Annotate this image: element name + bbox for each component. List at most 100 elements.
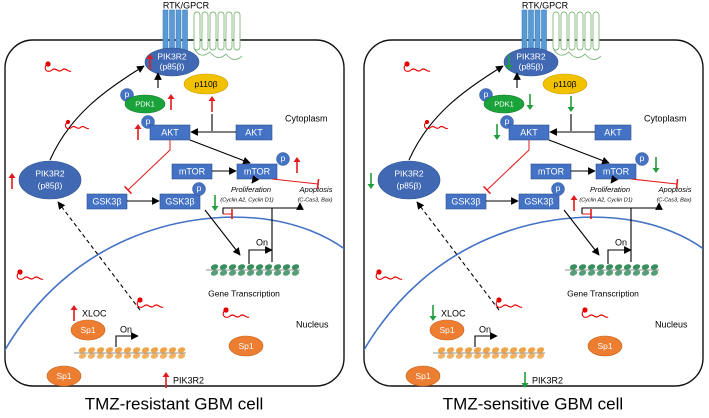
gpcr-helix: [560, 11, 568, 51]
xloc-change-arrow: [429, 305, 437, 321]
akt-change-arrow: [493, 124, 501, 140]
pakt-inhibits-gsk3b-bar: [482, 185, 492, 195]
receptor-helix: [534, 9, 541, 55]
lncrna-xloc-3-strand: [375, 271, 403, 280]
pik3r2-cytoplasm: [18, 160, 82, 200]
pik3r2-gene-change-arrow: [162, 372, 170, 388]
mtor-change-arrow-head: [652, 168, 660, 173]
dna-pik3r2-gene-unit: [482, 353, 491, 359]
pik3r2-gene-change-arrow-head: [521, 383, 529, 388]
pik3r2-membrane-label: PIK3R2: [516, 51, 546, 61]
gpcr-helix: [209, 11, 217, 51]
pik3r2-export-dashed-arrow: [57, 201, 141, 311]
pakt-to-mtor-arrow: [548, 139, 610, 165]
pik3r2-gene-change-arrow: [521, 372, 529, 388]
pik3r2-cytoplasm-label: PIK3R2: [394, 168, 424, 178]
lncrna-xloc-3: [16, 269, 44, 280]
dna-pik3r2-gene-unit: [141, 353, 150, 359]
pakt-inhibits-gsk3b-bar: [123, 185, 133, 195]
pik3r2-membrane: [503, 47, 559, 77]
lncrna-xloc-5-cap: [496, 297, 502, 303]
dna-pik3r2-gene-unit: [536, 353, 545, 359]
nuclear-membrane: [364, 216, 703, 356]
proliferation-label: Proliferation: [590, 185, 630, 194]
dna-pik3r2-gene-unit: [536, 347, 545, 353]
dna-target-genes-unit: [587, 270, 596, 276]
on-label-upper: On: [256, 237, 268, 247]
dna-target-genes-unit: [614, 270, 623, 276]
transcription-on-arrow: [248, 246, 273, 264]
pik3r2-gene-change-arrow-head: [162, 372, 170, 377]
lncrna-xloc-4-cap: [223, 307, 229, 313]
dna-pik3r2-gene-unit: [114, 347, 123, 353]
gsk3b-phospho-badge-label: p: [197, 183, 202, 193]
gpcr-helix: [217, 11, 225, 51]
akt-phospho-label: AKT: [520, 127, 538, 137]
on-label-lower: On: [120, 324, 132, 334]
gsk3b-to-nucleus-arrow: [204, 209, 241, 256]
lncrna-xloc-2: [423, 119, 449, 130]
lncrna-xloc-5: [495, 297, 523, 308]
receptor-helix: [541, 9, 547, 55]
sp1-free-right-label: Sp1: [597, 341, 612, 351]
nucleus-region: [364, 216, 703, 356]
pik3r2-membrane-change-arrow: [146, 54, 154, 70]
lncrna-xloc-5-strand: [136, 299, 164, 308]
akt-phospho: AKT: [508, 124, 550, 141]
dna-target-genes-unit: [237, 264, 246, 270]
dna-pik3r2-gene-unit: [105, 347, 114, 353]
pik3r2-cytoplasm-change-arrow: [8, 173, 16, 189]
dna-pik3r2-gene-unit: [78, 347, 87, 353]
dna-target-genes-unit: [237, 270, 246, 276]
gpcr-helix: [201, 11, 209, 51]
xloc-label: XLOC: [441, 308, 466, 318]
dna-target-genes-unit: [632, 264, 641, 270]
pdk1-label: PDK1: [135, 99, 155, 108]
pik3r2-cytoplasm-sublabel: (p85β): [38, 180, 63, 190]
cell-membrane: [4, 39, 345, 387]
dna-target-genes-unit: [641, 264, 650, 270]
lncrna-xloc-2-strand: [64, 121, 90, 130]
lncrna-xloc-2: [64, 119, 90, 130]
dna-target-genes-unit: [210, 270, 219, 276]
apoptosis-sublabel: (C-Cas3, Bax): [298, 197, 333, 203]
dna-target-genes-unit: [273, 264, 282, 270]
dna-pik3r2-gene-unit: [437, 353, 446, 359]
gsk3b-to-nucleus-arrow: [563, 209, 600, 256]
receptor-helix: [169, 9, 175, 55]
gpcr-helix: [552, 11, 560, 51]
pdk1-change-arrow-1-head: [526, 105, 534, 110]
sp1-bound-label: Sp1: [439, 325, 454, 335]
dna-pik3r2-gene-unit: [168, 347, 177, 353]
akt-phospho-badge-label: p: [505, 116, 510, 126]
mtor-phospho: mTOR: [236, 163, 278, 180]
pakt-inhibits-gsk3b: [486, 140, 530, 191]
pik3r2-on-arrow: [474, 332, 498, 347]
gsk3b-phospho: GSK3β: [518, 193, 560, 210]
dna-target-genes-unit: [282, 270, 291, 276]
gpcr-loop: [193, 47, 243, 60]
pik3r2-on-arrow: [115, 332, 139, 347]
dna-pik3r2-gene-unit: [473, 347, 482, 353]
gene-output-line: [581, 207, 632, 262]
pik3r2-recruit-arrow: [408, 65, 504, 161]
dna-pik3r2-gene-unit: [527, 347, 536, 353]
gpcr-helix: [576, 11, 584, 51]
gsk3b-change-arrow: [211, 195, 219, 211]
gsk3b: GSK3β: [445, 193, 487, 210]
gene-output-line: [222, 207, 273, 262]
gsk3b-phospho-label: GSK3β: [165, 196, 194, 206]
dna-target-genes-unit: [264, 270, 273, 276]
lncrna-xloc-4-strand: [222, 309, 250, 318]
dna-target-genes-unit: [578, 270, 587, 276]
gpcr-helix: [233, 11, 241, 51]
lncrna-xloc-4: [222, 307, 250, 318]
gsk3b-phospho: GSK3β: [159, 193, 201, 210]
dna-target-genes: [206, 264, 300, 276]
dna-pik3r2-gene-unit: [150, 347, 159, 353]
dna-pik3r2-gene-unit: [500, 347, 509, 353]
akt-change-arrow-head: [493, 135, 501, 140]
